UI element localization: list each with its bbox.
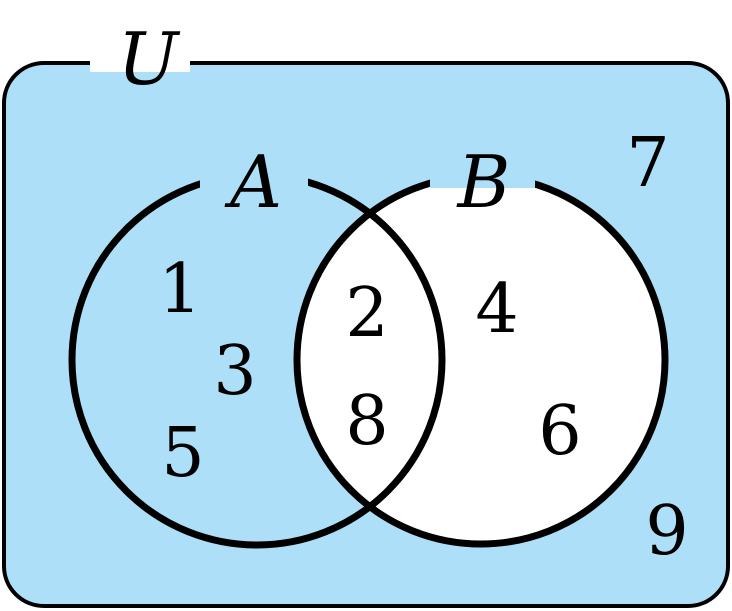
set-b-label-gap — [430, 188, 535, 200]
intersection-fill — [297, 176, 442, 544]
universe-label: U — [118, 17, 181, 101]
element: 1 — [158, 250, 201, 329]
element: 9 — [645, 492, 688, 571]
element: 5 — [161, 414, 204, 493]
element: 8 — [345, 382, 388, 461]
universe-label-gap — [90, 52, 190, 72]
set-b-label: B — [456, 140, 511, 224]
set-a-label-gap — [200, 160, 308, 200]
set-b-label-gap-top — [430, 160, 535, 190]
set-a-label: A — [224, 140, 282, 224]
element: 6 — [538, 392, 581, 471]
element: 3 — [213, 332, 256, 411]
element: 2 — [345, 274, 388, 353]
element: 4 — [475, 270, 518, 349]
element: 7 — [626, 124, 669, 203]
